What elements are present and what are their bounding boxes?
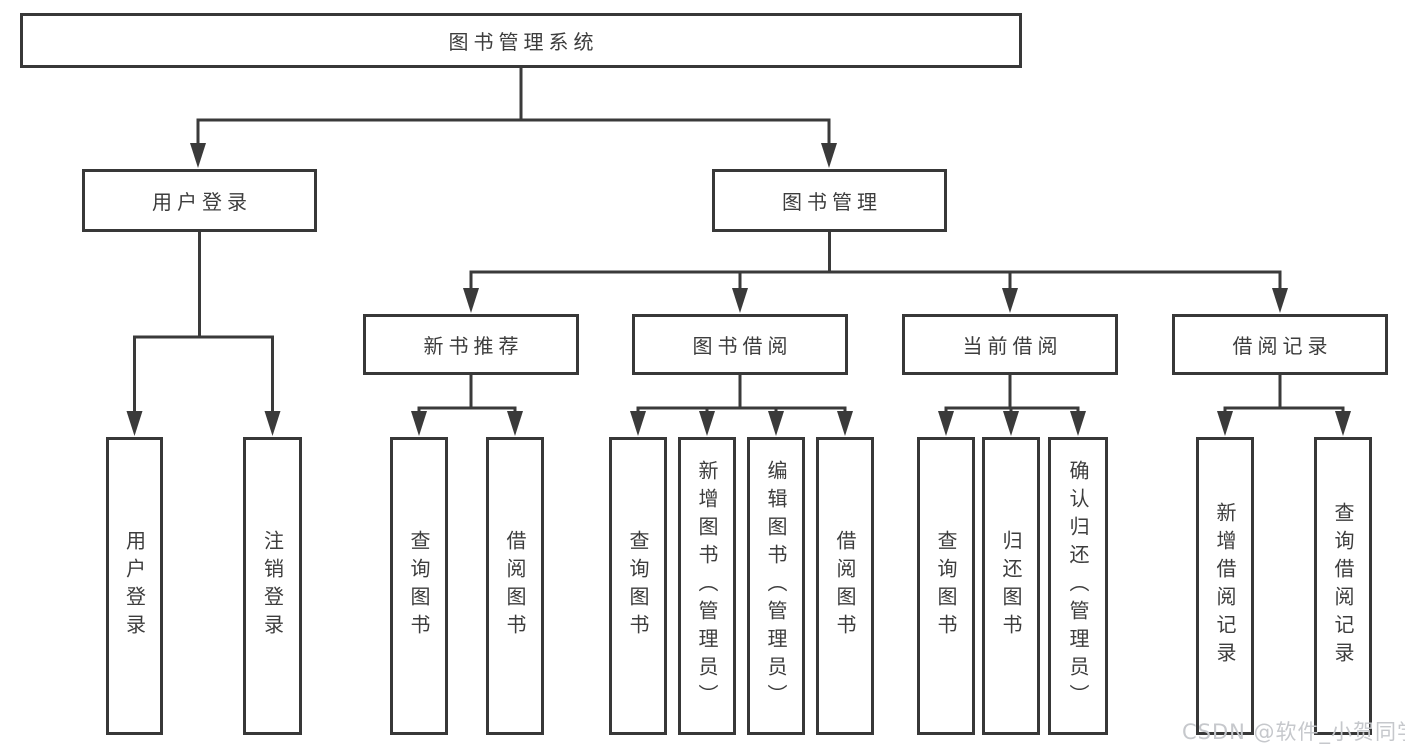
leaf-return-books: 归还图书 (982, 437, 1040, 735)
node-book-management-label: 图书管理 (782, 190, 882, 214)
arrowhead (732, 288, 748, 313)
arrowhead (1335, 411, 1351, 436)
arrowhead (630, 411, 646, 436)
leaf-borrow-borrow-books: 借阅图书 (816, 437, 874, 735)
leaf-newbook-query-books-label: 查询图书 (407, 530, 431, 642)
leaf-add-borrow-record-label: 新增借阅记录 (1213, 502, 1237, 670)
node-root: 图书管理系统 (20, 13, 1022, 68)
leaf-edit-books-admin: 编辑图书（管理员） (747, 437, 805, 735)
arrowhead (190, 143, 206, 168)
connector-book-management-branch (469, 230, 1282, 293)
arrowhead (768, 411, 784, 436)
leaf-confirm-return-admin-label: 确认归还（管理员） (1066, 460, 1090, 712)
leaf-current-query-books: 查询图书 (917, 437, 975, 735)
arrowhead (1272, 288, 1288, 313)
connector-borrow-records-branch (1223, 373, 1345, 416)
arrowhead (1070, 411, 1086, 436)
leaf-query-borrow-record-label: 查询借阅记录 (1331, 502, 1355, 670)
leaf-borrow-query-books: 查询图书 (609, 437, 667, 735)
arrowhead (699, 411, 715, 436)
leaf-confirm-return-admin: 确认归还（管理员） (1048, 437, 1108, 735)
arrowhead (1217, 411, 1233, 436)
node-borrow-records: 借阅记录 (1172, 314, 1388, 375)
node-book-borrow-label: 图书借阅 (692, 334, 793, 358)
arrowhead (126, 411, 143, 436)
leaf-return-books-label: 归还图书 (999, 530, 1023, 642)
arrowhead (1002, 288, 1018, 313)
leaf-newbook-query-books: 查询图书 (390, 437, 448, 735)
node-book-management: 图书管理 (712, 169, 947, 232)
connector-book-borrow-branch (636, 373, 847, 416)
leaf-user-login: 用户登录 (106, 437, 163, 735)
arrowhead (264, 411, 281, 436)
node-new-book-recommend-label: 新书推荐 (423, 334, 524, 358)
connector-root-branch (196, 66, 831, 148)
node-borrow-records-label: 借阅记录 (1232, 334, 1333, 358)
leaf-newbook-borrow-books: 借阅图书 (486, 437, 544, 735)
node-user-login-label: 用户登录 (152, 190, 252, 214)
connector-user-login-branch (133, 230, 274, 416)
leaf-borrow-borrow-books-label: 借阅图书 (833, 530, 857, 642)
node-current-borrow-label: 当前借阅 (962, 334, 1063, 358)
leaf-edit-books-admin-label: 编辑图书（管理员） (764, 460, 788, 712)
connector-new-book-branch (417, 373, 517, 416)
leaf-logout: 注销登录 (243, 437, 302, 735)
node-user-login: 用户登录 (82, 169, 317, 232)
arrowhead (411, 411, 427, 436)
node-new-book-recommend: 新书推荐 (363, 314, 579, 375)
leaf-newbook-borrow-books-label: 借阅图书 (503, 530, 527, 642)
leaf-add-books-admin-label: 新增图书（管理员） (695, 460, 719, 712)
leaf-add-borrow-record: 新增借阅记录 (1196, 437, 1254, 735)
leaf-logout-label: 注销登录 (260, 530, 285, 642)
leaf-query-borrow-record: 查询借阅记录 (1314, 437, 1372, 735)
leaf-borrow-query-books-label: 查询图书 (626, 530, 650, 642)
node-root-label: 图书管理系统 (448, 30, 599, 54)
leaf-current-query-books-label: 查询图书 (934, 530, 958, 642)
arrowhead (507, 411, 523, 436)
arrowhead (463, 288, 479, 313)
csdn-watermark: CSDN @软件_小贺同学 (1182, 720, 1405, 744)
connector-current-borrow-branch (944, 373, 1080, 416)
node-current-borrow: 当前借阅 (902, 314, 1118, 375)
arrowhead (821, 143, 837, 168)
arrowhead (1003, 411, 1019, 436)
node-book-borrow: 图书借阅 (632, 314, 848, 375)
leaf-user-login-label: 用户登录 (122, 530, 147, 642)
arrowhead (837, 411, 853, 436)
arrowhead (938, 411, 954, 436)
leaf-add-books-admin: 新增图书（管理员） (678, 437, 736, 735)
